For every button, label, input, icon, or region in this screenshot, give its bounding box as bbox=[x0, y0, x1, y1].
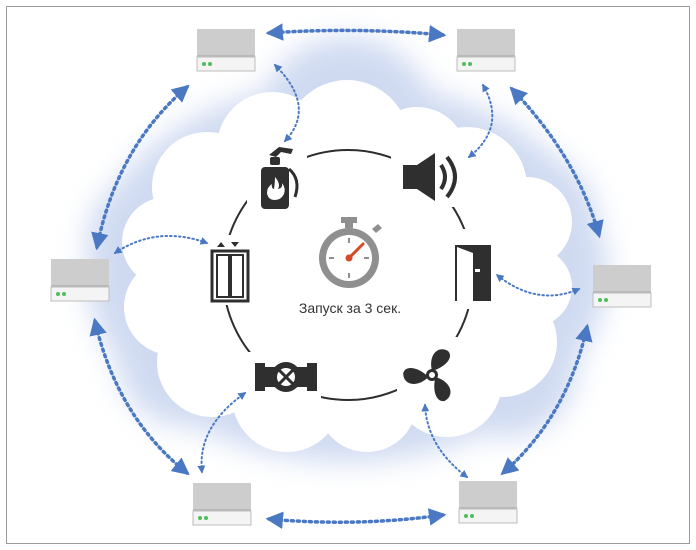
door-icon bbox=[455, 245, 491, 301]
server-icon bbox=[592, 265, 652, 308]
device-links bbox=[113, 63, 581, 478]
server-led bbox=[598, 298, 602, 302]
server-led bbox=[468, 62, 472, 66]
server-led bbox=[604, 298, 608, 302]
server-links bbox=[89, 23, 604, 529]
diagram-frame: Запуск за 3 сек. bbox=[6, 6, 690, 544]
stopwatch-icon bbox=[319, 217, 382, 288]
server-icon bbox=[458, 481, 518, 524]
launch-caption: Запуск за 3 сек. bbox=[299, 300, 401, 316]
fire-extinguisher-icon bbox=[261, 147, 299, 209]
server-led bbox=[470, 514, 474, 518]
server-led bbox=[56, 292, 60, 296]
server-led bbox=[464, 514, 468, 518]
valve-icon bbox=[255, 362, 317, 392]
server-led bbox=[198, 516, 202, 520]
server-led bbox=[204, 516, 208, 520]
fan-icon bbox=[403, 349, 451, 402]
system-diagram: Запуск за 3 сек. bbox=[50, 23, 652, 529]
server-icon bbox=[50, 259, 110, 302]
server-led bbox=[202, 62, 206, 66]
server-icon bbox=[196, 29, 256, 72]
server-led bbox=[208, 62, 212, 66]
server-led bbox=[462, 62, 466, 66]
server-icon bbox=[456, 29, 516, 72]
elevator-icon bbox=[210, 242, 250, 303]
server-led bbox=[62, 292, 66, 296]
speaker-icon bbox=[403, 153, 457, 201]
server-icon bbox=[192, 483, 252, 526]
